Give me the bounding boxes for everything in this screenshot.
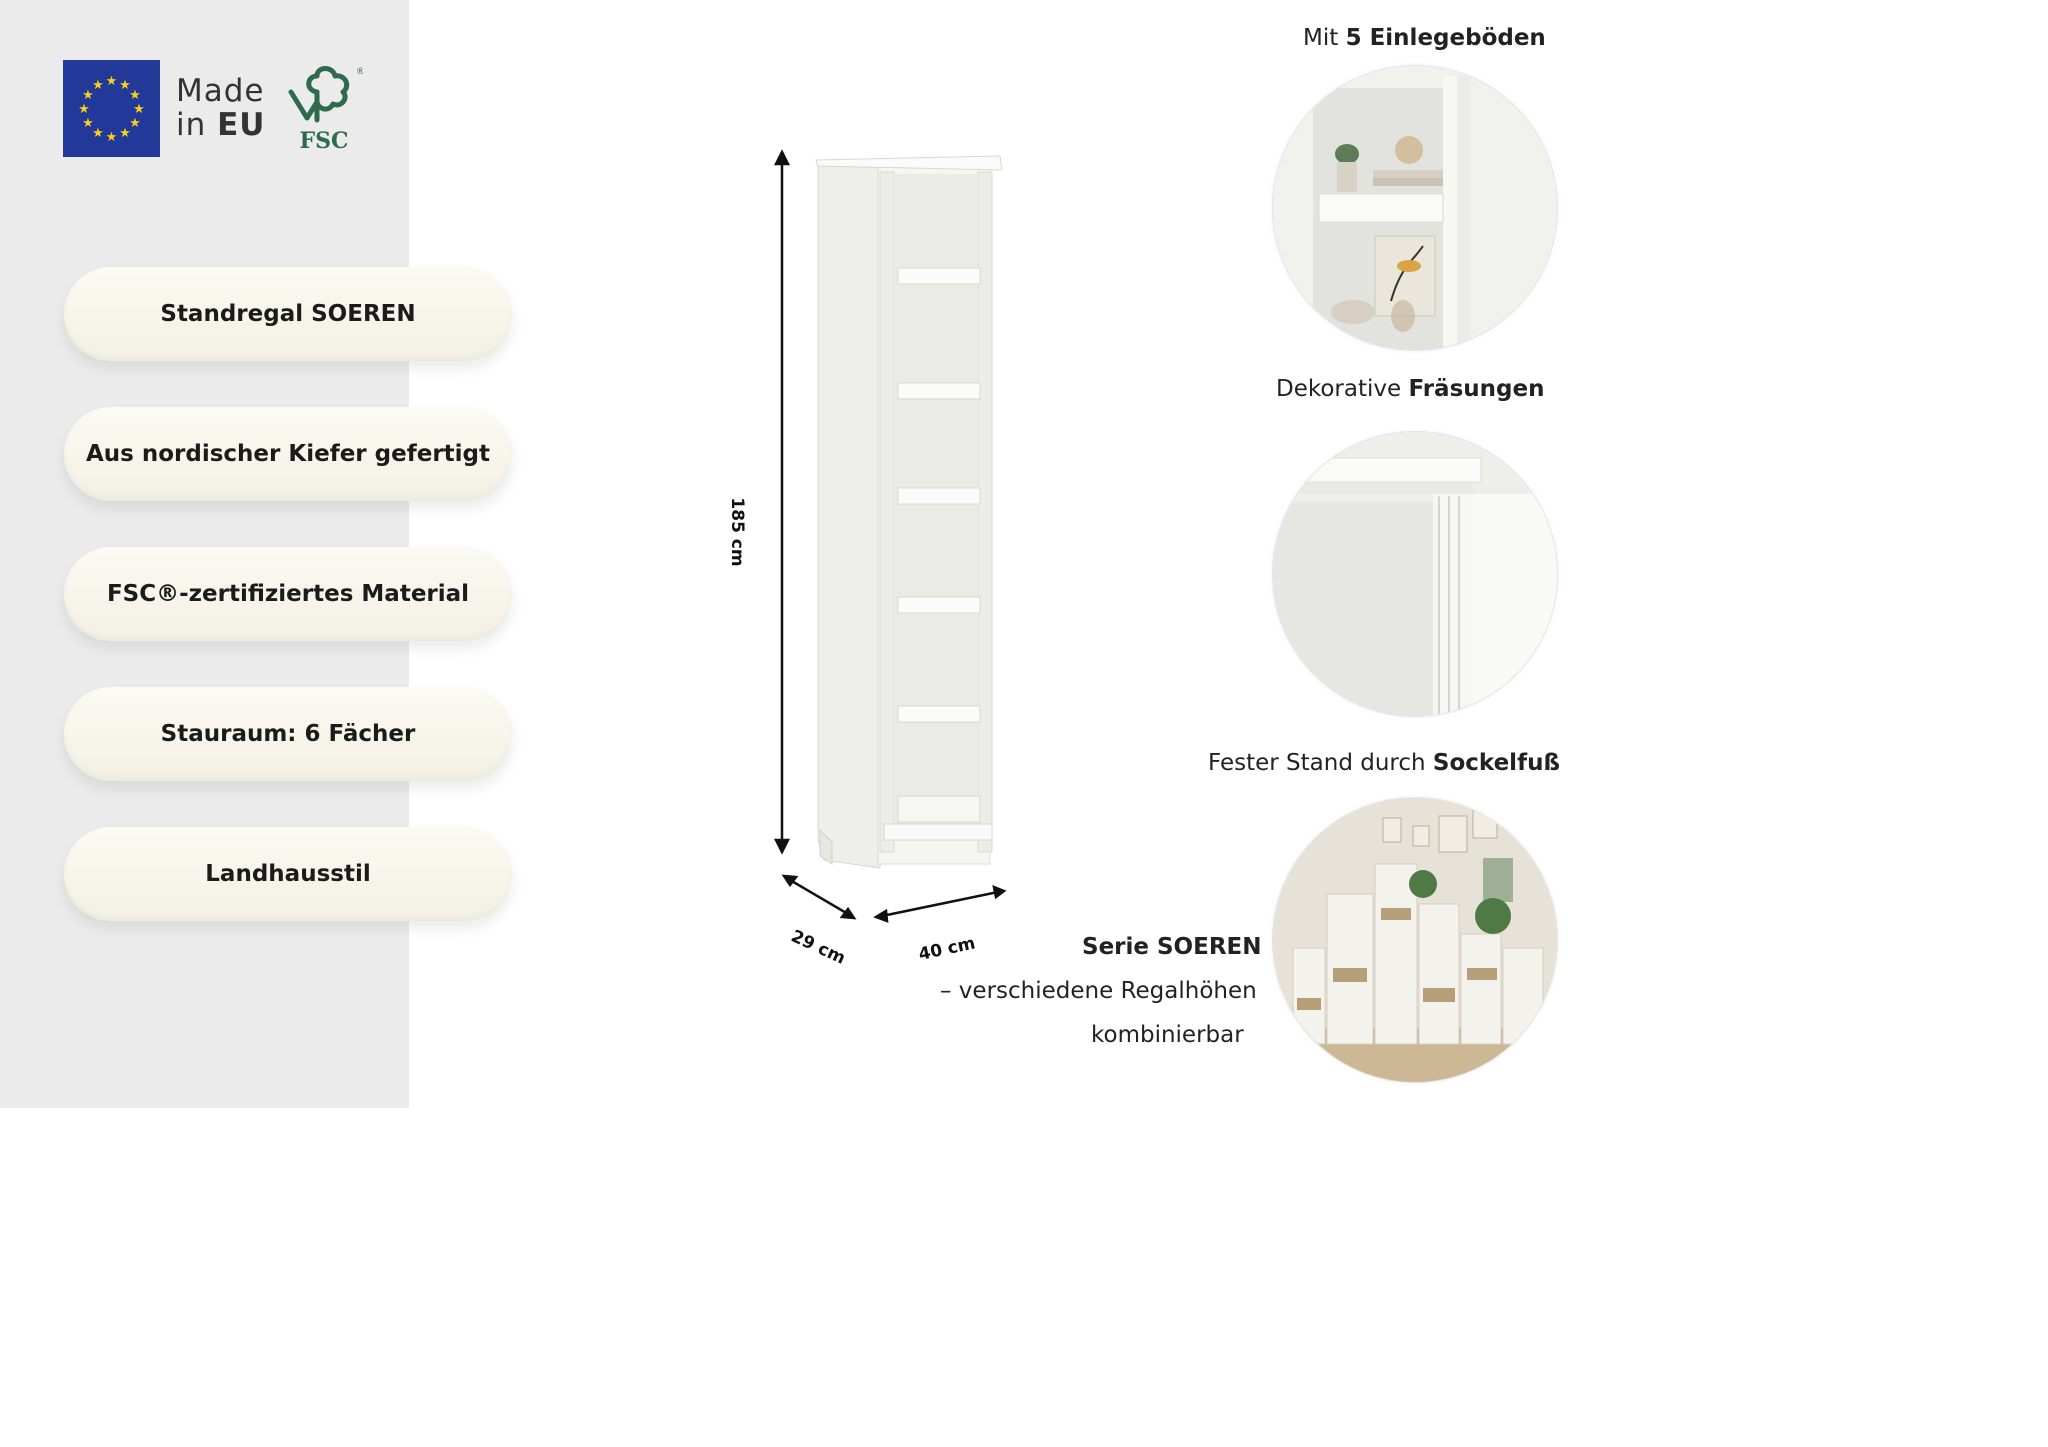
eu-flag-icon: ★ ★ ★ ★ ★ ★ ★ ★ ★ ★ ★ ★ bbox=[63, 60, 160, 157]
depth-arrow bbox=[781, 874, 857, 920]
svg-text:★: ★ bbox=[119, 78, 131, 93]
feature-label: Landhausstil bbox=[205, 861, 371, 887]
svg-text:★: ★ bbox=[92, 126, 104, 141]
feature-pill-standregal: Standregal SOEREN bbox=[64, 267, 512, 361]
svg-text:★: ★ bbox=[119, 126, 131, 141]
made-in-line1: Made bbox=[176, 73, 265, 109]
svg-text:★: ★ bbox=[78, 102, 90, 117]
caption-prefix: Fester Stand durch bbox=[1208, 750, 1433, 776]
shelf-body bbox=[815, 155, 1003, 869]
width-label: 40 cm bbox=[917, 933, 977, 964]
svg-text:★: ★ bbox=[82, 88, 94, 103]
feature-label: Standregal SOEREN bbox=[160, 301, 416, 327]
svg-text:★: ★ bbox=[92, 78, 104, 93]
detail-caption-base: Fester Stand durch Sockelfuß bbox=[1208, 750, 1560, 776]
detail-caption-shelves: Mit 5 Einlegeböden bbox=[1303, 25, 1546, 51]
caption-prefix: Dekorative bbox=[1276, 376, 1409, 402]
height-arrow bbox=[773, 149, 791, 855]
svg-text:★: ★ bbox=[106, 130, 118, 145]
feature-pill-material: Aus nordischer Kiefer gefertigt bbox=[64, 407, 512, 501]
made-in-prefix: in bbox=[176, 107, 207, 143]
milling-detail-image bbox=[1272, 431, 1558, 717]
caption-prefix: Mit bbox=[1303, 25, 1346, 51]
depth-label: 29 cm bbox=[788, 926, 848, 968]
shelf-dimension-drawing: 185 cm 29 cm 40 cm bbox=[727, 149, 1007, 969]
caption-bold: Sockelfuß bbox=[1432, 750, 1560, 776]
detail-caption-milling: Dekorative Fräsungen bbox=[1276, 376, 1544, 402]
series-line-1: – verschiedene Regalhöhen bbox=[940, 978, 1257, 1004]
feature-pill-fsc: FSC®-zertifiziertes Material bbox=[64, 547, 512, 641]
shelves-detail-image bbox=[1272, 65, 1558, 351]
width-arrow bbox=[873, 884, 1007, 923]
caption-bold: 5 Einlegeböden bbox=[1345, 25, 1546, 51]
feature-pill-landhausstil: Landhausstil bbox=[64, 827, 512, 921]
series-line-2: kombinierbar bbox=[1091, 1022, 1244, 1048]
feature-label: FSC®-zertifiziertes Material bbox=[106, 581, 470, 607]
made-in-line2: in EU bbox=[176, 108, 265, 142]
svg-text:★: ★ bbox=[82, 116, 94, 131]
svg-text:★: ★ bbox=[106, 74, 118, 89]
feature-pill-stauraum: Stauraum: 6 Fächer bbox=[64, 687, 512, 781]
series-room-image bbox=[1272, 797, 1558, 1083]
fsc-logo: ® FSC bbox=[285, 62, 365, 154]
feature-label: Stauraum: 6 Fächer bbox=[160, 721, 416, 747]
fsc-label: FSC bbox=[299, 128, 349, 154]
made-in-eu-label: Made in EU bbox=[176, 74, 265, 142]
fsc-tree-icon: ® bbox=[288, 66, 365, 123]
fsc-registered-mark: ® bbox=[356, 67, 363, 77]
height-label: 185 cm bbox=[727, 497, 747, 566]
feature-label: Aus nordischer Kiefer gefertigt bbox=[86, 441, 490, 467]
svg-text:★: ★ bbox=[133, 102, 145, 117]
svg-text:★: ★ bbox=[129, 116, 141, 131]
series-title: Serie SOEREN bbox=[1082, 934, 1262, 960]
svg-text:★: ★ bbox=[129, 88, 141, 103]
caption-bold: Fräsungen bbox=[1408, 376, 1545, 402]
made-in-eu: EU bbox=[217, 107, 266, 143]
